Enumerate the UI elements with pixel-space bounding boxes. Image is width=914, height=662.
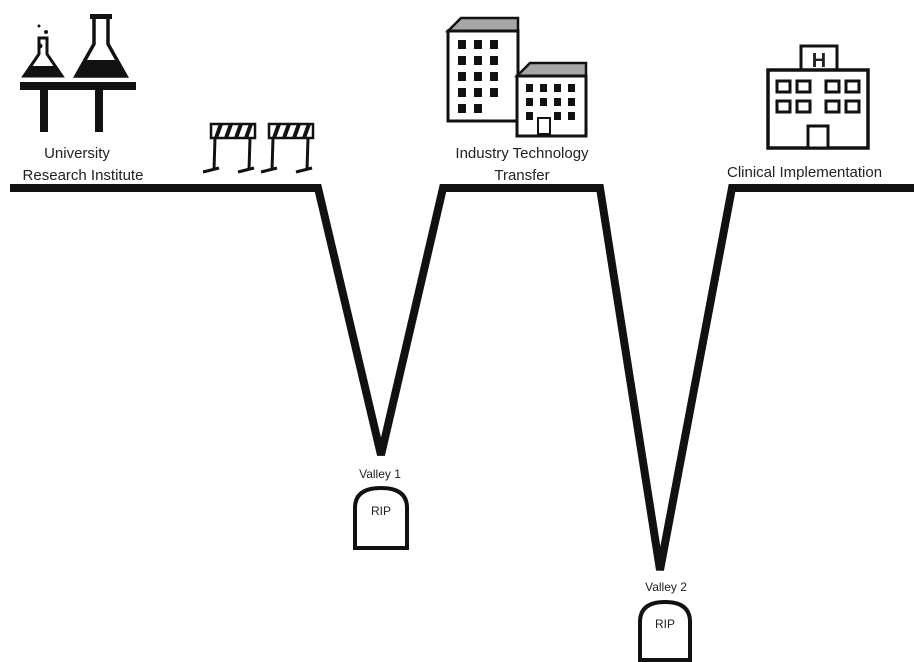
clinical-label: Clinical Implementation — [727, 164, 882, 181]
industry-label-line2: Transfer — [494, 167, 549, 184]
lab-bench-flasks-icon — [20, 14, 136, 132]
university-label-line2: Research Institute — [23, 167, 144, 184]
industry-label-line1: Industry Technology — [455, 145, 589, 162]
hurdle-barrier-icon — [260, 122, 315, 174]
hospital-sign: H — [812, 50, 826, 72]
valley2-label: Valley 2 — [645, 580, 687, 594]
tombstone2-text: RIP — [655, 617, 675, 631]
tombstone1-text: RIP — [371, 504, 391, 518]
hospital-icon: H — [766, 44, 870, 150]
valley1-label: Valley 1 — [359, 467, 401, 481]
tombstone-icon: RIP — [638, 599, 692, 662]
tombstone-icon: RIP — [353, 485, 409, 550]
university-label-line1: University — [44, 145, 110, 162]
path-line — [10, 184, 914, 571]
hurdle-barrier-icon — [202, 122, 257, 174]
office-buildings-icon — [444, 16, 588, 138]
